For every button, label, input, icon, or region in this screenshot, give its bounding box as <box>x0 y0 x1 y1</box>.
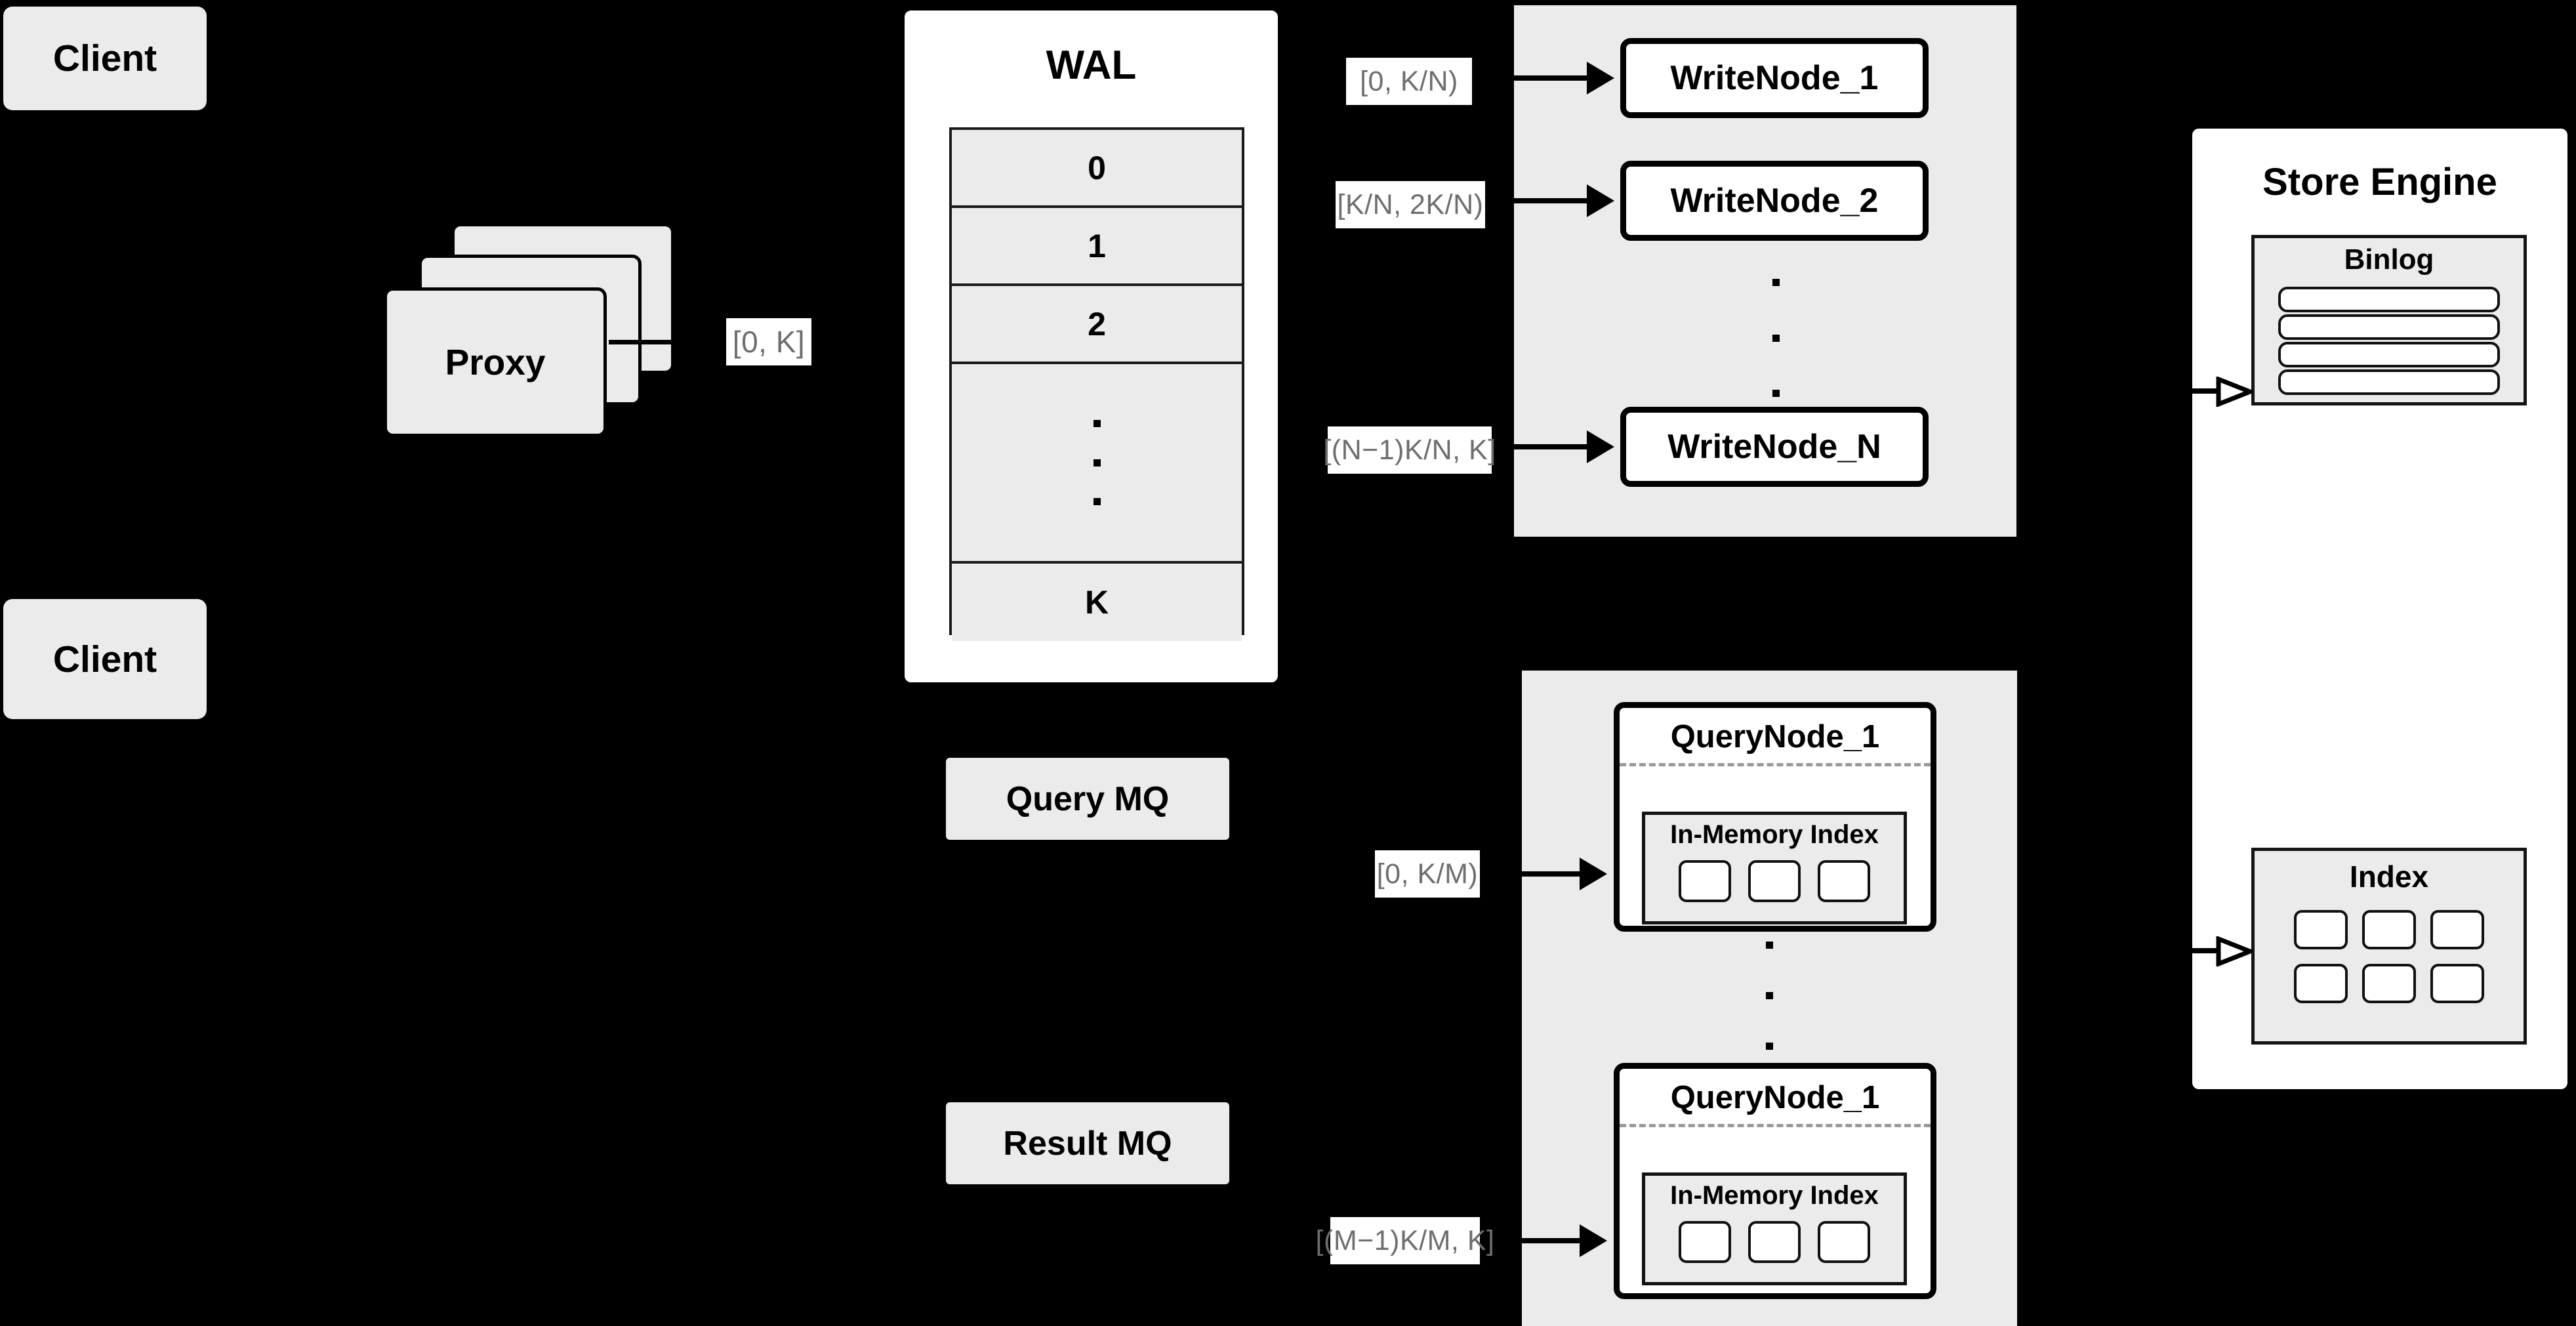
store-index-slot <box>2362 964 2416 1003</box>
store-index-slot <box>2294 910 2348 949</box>
arrow-line-query-node-1 <box>1494 871 1580 877</box>
binlog-title: Binlog <box>2344 243 2434 276</box>
wal-table: 0 1 2 K <box>949 127 1244 641</box>
store-index-slot <box>2294 964 2348 1003</box>
ellipsis-dot-icon <box>1772 390 1780 397</box>
write-node-2-label: WriteNode_2 <box>1670 182 1879 220</box>
arrow-line-to-index <box>2192 948 2217 953</box>
store-index-slot <box>2430 964 2484 1003</box>
arrow-head-query-node-1 <box>1580 858 1607 890</box>
result-mq-label: Result MQ <box>1003 1124 1172 1163</box>
write-node-ellipsis-dots <box>1771 279 1780 397</box>
ellipsis-dot-icon <box>1772 279 1780 286</box>
index-slot <box>1748 860 1801 902</box>
binlog-slot <box>2278 369 2500 395</box>
query-node-1[interactable]: QueryNode_1 In-Memory Index <box>1614 702 1936 932</box>
client-label-1: Client <box>52 37 157 79</box>
ellipsis-dot-icon <box>1093 420 1101 427</box>
client-box-2[interactable]: Client <box>3 599 207 719</box>
in-memory-index-title-1: In-Memory Index <box>1670 820 1879 849</box>
wal-row-ellipsis <box>952 364 1242 564</box>
store-index-slot <box>2430 910 2484 949</box>
ellipsis-dot-icon <box>1093 459 1101 466</box>
arrow-head-query-node-2 <box>1580 1224 1607 1257</box>
write-node-2[interactable]: WriteNode_2 <box>1620 161 1929 241</box>
query-node-2-divider <box>1620 1124 1931 1127</box>
binlog-slot <box>2278 287 2500 312</box>
ellipsis-dot-icon <box>1093 498 1101 505</box>
arrow-line-write-node-n <box>1498 444 1587 449</box>
proxy-label: Proxy <box>445 342 546 383</box>
store-index-slot <box>2362 910 2416 949</box>
binlog-slot <box>2278 314 2500 340</box>
client-label-2: Client <box>52 638 157 680</box>
store-engine-panel: Store Engine Binlog Index <box>2187 123 2573 1094</box>
arrow-line-write-node-2 <box>1498 198 1587 203</box>
range-label-write-node-1: [0, K/N) <box>1346 58 1472 105</box>
arrow-head-write-node-n <box>1587 430 1614 463</box>
in-memory-index-title-2: In-Memory Index <box>1670 1181 1879 1210</box>
arrow-head-write-node-1 <box>1587 62 1614 94</box>
write-node-n[interactable]: WriteNode_N <box>1620 407 1929 487</box>
write-node-1[interactable]: WriteNode_1 <box>1620 38 1929 118</box>
ellipsis-dot-icon <box>1772 334 1780 342</box>
ellipsis-dot-icon <box>1765 942 1773 949</box>
range-label-query-node-1: [0, K/M) <box>1375 850 1480 898</box>
query-node-1-divider <box>1620 763 1931 766</box>
range-label-write-node-n: [(N−1)K/N, K] <box>1323 426 1496 474</box>
wal-title: WAL <box>1046 43 1137 88</box>
proxy-box[interactable]: Proxy <box>384 287 607 437</box>
wal-row-2: 2 <box>952 286 1242 364</box>
wal-panel: WAL 0 1 2 K <box>899 5 1283 688</box>
range-label-query-node-2: [(M−1)K/M, K] <box>1316 1217 1494 1264</box>
index-slot <box>1818 860 1870 902</box>
query-node-ellipsis-dots <box>1765 942 1774 1050</box>
index-slot <box>1679 1221 1731 1263</box>
ellipsis-dot-icon <box>1765 1043 1773 1050</box>
ellipsis-dot-icon <box>1765 992 1773 999</box>
binlog-slot <box>2278 342 2500 367</box>
arrow-head-write-node-2 <box>1587 184 1614 217</box>
range-label-write-node-2: [K/N, 2K/N) <box>1336 181 1485 228</box>
wal-row-k: K <box>952 564 1242 641</box>
range-label-proxy-to-wal: [0, K] <box>726 318 811 365</box>
wal-row-1: 1 <box>952 208 1242 286</box>
arrow-line-to-binlog <box>2192 388 2217 394</box>
proxy-to-wal-connector <box>609 340 681 344</box>
binlog-section: Binlog <box>2251 235 2527 405</box>
index-slot <box>1818 1221 1870 1263</box>
arrow-line-write-node-1 <box>1498 75 1587 81</box>
arrow-line-query-node-2 <box>1494 1238 1580 1243</box>
arrow-head-open-binlog-icon <box>2216 377 2253 407</box>
query-node-2-in-memory-index: In-Memory Index <box>1642 1172 1907 1285</box>
query-mq-label: Query MQ <box>1006 779 1170 818</box>
index-title: Index <box>2349 860 2429 894</box>
wal-row-0: 0 <box>952 130 1242 208</box>
query-node-2[interactable]: QueryNode_1 In-Memory Index <box>1614 1063 1936 1299</box>
write-node-n-label: WriteNode_N <box>1667 428 1881 466</box>
result-mq-box[interactable]: Result MQ <box>946 1102 1229 1184</box>
query-node-1-label: QueryNode_1 <box>1670 719 1880 755</box>
query-node-2-label: QueryNode_1 <box>1670 1080 1880 1115</box>
index-section: Index <box>2251 848 2527 1045</box>
index-slot <box>1679 860 1731 902</box>
index-slot <box>1748 1221 1801 1263</box>
store-engine-title: Store Engine <box>2262 161 2497 203</box>
client-box-1[interactable]: Client <box>3 7 207 110</box>
wal-ellipsis-dots <box>1093 420 1101 505</box>
query-node-1-in-memory-index: In-Memory Index <box>1642 812 1907 924</box>
arrow-head-open-index-icon <box>2216 936 2253 966</box>
query-mq-box[interactable]: Query MQ <box>946 758 1229 840</box>
write-node-1-label: WriteNode_1 <box>1670 59 1879 97</box>
